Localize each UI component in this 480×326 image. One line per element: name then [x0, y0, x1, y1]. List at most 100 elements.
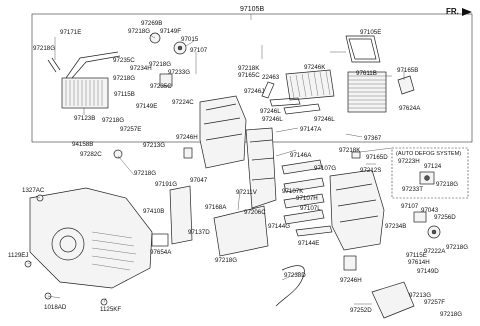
- part-label: 97234B: [385, 223, 406, 230]
- part-label: 97107G: [314, 165, 336, 172]
- part-label: 97269B: [141, 20, 162, 27]
- part-label: 97137D: [188, 229, 210, 236]
- part-label: 97252D: [350, 307, 372, 314]
- part-label: 97246J: [244, 88, 264, 95]
- part-label: 97234H: [130, 65, 152, 72]
- part-label: 97218G: [440, 311, 462, 318]
- part-label: 97149F: [160, 28, 181, 35]
- actuator-top-part: [149, 32, 187, 87]
- mode-door-flaps-part: [281, 159, 333, 237]
- part-label: 97218K: [238, 65, 260, 72]
- part-label: 1327AC: [22, 187, 45, 194]
- heater-pipes-part: [47, 51, 121, 79]
- part-label: 1129EJ: [8, 252, 29, 259]
- part-label: 97218G: [113, 75, 135, 82]
- filter-cover-part: [397, 75, 415, 95]
- part-label: 97614H: [408, 259, 430, 266]
- part-label: 97107: [401, 203, 419, 210]
- part-label: 97233G: [168, 69, 190, 76]
- part-label: 97218G: [436, 181, 458, 188]
- front-direction-label: FR.: [446, 7, 459, 16]
- part-label: 97105E: [360, 29, 381, 36]
- part-label: 97218G: [128, 28, 150, 35]
- part-label: 97107K: [282, 188, 304, 195]
- part-label: 97367: [364, 135, 382, 142]
- part-label: 97246H: [176, 134, 198, 141]
- part-label: 97115E: [406, 252, 427, 259]
- defog-system-title: (AUTO DEFOG SYSTEM): [396, 151, 461, 157]
- part-label: 97107L: [300, 205, 321, 212]
- part-label: 97144E: [298, 240, 319, 247]
- part-label: 97223H: [398, 158, 420, 165]
- part-label: 97047: [190, 177, 208, 184]
- evaporator-seal-part: [345, 35, 381, 63]
- part-label: 97212S: [360, 167, 381, 174]
- leader-lines: [27, 34, 405, 305]
- part-label: 97218G: [102, 117, 124, 124]
- part-label: 97107: [190, 47, 208, 54]
- part-label: 97149E: [136, 103, 157, 110]
- part-label: 97165C: [238, 72, 260, 79]
- part-label: 97218K: [339, 147, 361, 154]
- part-label: 97246L: [260, 108, 281, 115]
- evaporator-core-part: [285, 69, 335, 101]
- part-label: 1125KF: [100, 306, 121, 313]
- drain-hose-part: [275, 265, 305, 307]
- part-label: 97191G: [155, 181, 177, 188]
- part-label: 97257E: [120, 126, 141, 133]
- lower-case-right-part: [329, 169, 385, 251]
- part-label: 97233T: [402, 186, 423, 193]
- part-label: 97213G: [409, 292, 431, 299]
- right-actuators-part: [413, 211, 441, 239]
- part-label: 97218G: [446, 244, 468, 251]
- evaporator-pads-part: [261, 81, 321, 115]
- part-label: 97410B: [143, 208, 164, 215]
- fasteners-part: [24, 147, 361, 306]
- cabin-filter-part: [347, 71, 387, 113]
- part-label: 97218G: [215, 257, 237, 264]
- part-label: 97246K: [304, 64, 326, 71]
- part-label: 97107H: [296, 195, 318, 202]
- part-label: 97123B: [74, 115, 95, 122]
- part-label: 97218G: [149, 61, 171, 68]
- part-label: 97235C: [150, 83, 172, 90]
- part-label: 97146A: [290, 152, 312, 159]
- part-label: 97246H: [340, 277, 362, 284]
- part-label: 97222A: [424, 248, 446, 255]
- top-assembly-label: 97105B: [240, 6, 264, 13]
- front-direction-arrow-icon: [462, 8, 472, 16]
- part-label: 97206C: [244, 209, 266, 216]
- part-label: 22463: [262, 74, 280, 81]
- part-label: 97165B: [397, 67, 418, 74]
- heater-core-part: [61, 77, 109, 109]
- part-label: 97256D: [434, 214, 456, 221]
- blower-housing-part: [29, 187, 153, 289]
- part-label: 97015: [181, 36, 199, 43]
- part-label: 94158B: [72, 141, 93, 148]
- duct-pieces-part: [151, 185, 269, 257]
- part-label: 97043: [421, 207, 439, 214]
- part-label: 97211V: [236, 189, 258, 196]
- part-label: 97257F: [424, 299, 445, 306]
- part-label: 97168A: [205, 204, 227, 211]
- part-label: 97246L: [262, 116, 283, 123]
- part-label: 97224C: [172, 99, 194, 106]
- part-label: 97165D: [366, 154, 388, 161]
- part-label: 97147A: [300, 126, 322, 133]
- part-label: 1018AD: [44, 304, 67, 311]
- part-label: 97218G: [134, 170, 156, 177]
- part-label: 97624A: [399, 105, 421, 112]
- part-label: 97171E: [60, 29, 81, 36]
- upper-case-right-part: [245, 127, 277, 209]
- defog-sensor-part: [419, 171, 435, 185]
- part-label: 97213G: [143, 142, 165, 149]
- part-label: 97238D: [284, 272, 306, 279]
- upper-case-left-part: [199, 95, 247, 169]
- part-label: 97144G: [268, 223, 290, 230]
- part-label: 97246L: [314, 116, 335, 123]
- part-label: 97654A: [150, 249, 172, 256]
- part-label: 97124: [424, 163, 442, 170]
- part-label: 97218G: [33, 45, 55, 52]
- part-label: 97149D: [417, 268, 439, 275]
